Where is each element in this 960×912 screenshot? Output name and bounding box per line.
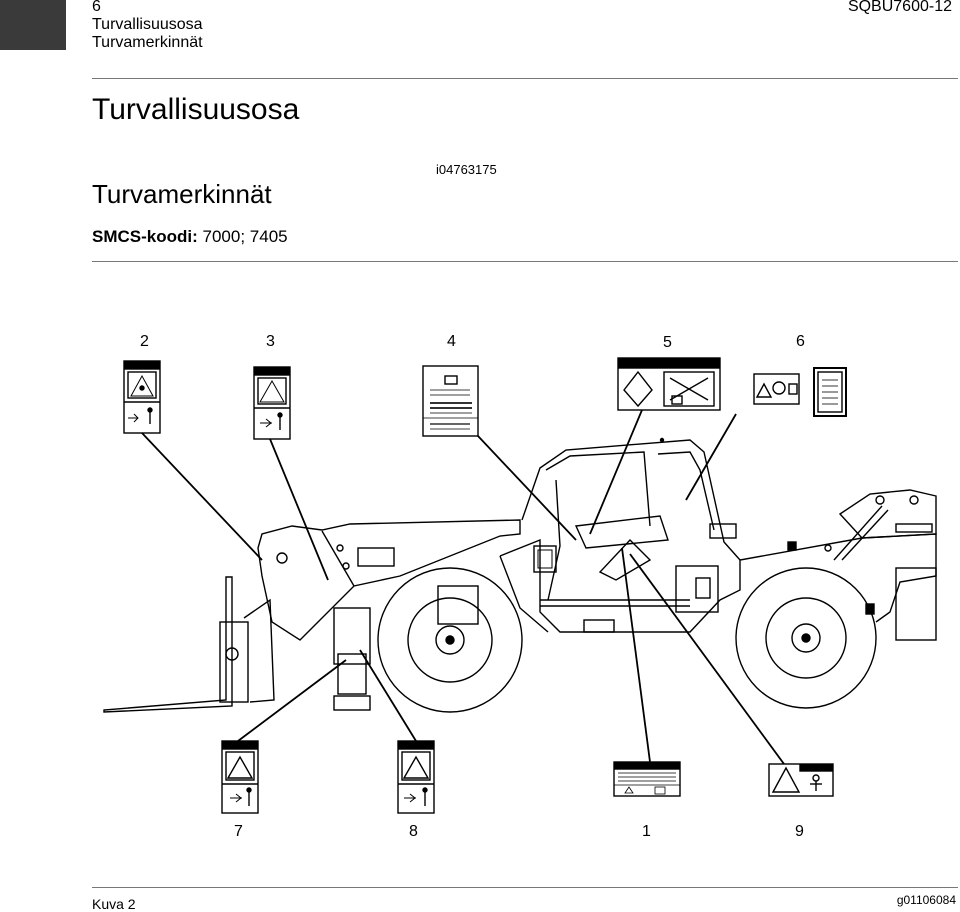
- smcs-value: 7000; 7405: [202, 227, 288, 246]
- graphic-id: g01106084: [896, 893, 956, 907]
- header-divider: [92, 78, 958, 79]
- smcs-code: SMCS-koodi: 7000; 7405: [92, 227, 288, 247]
- decal-9: [768, 763, 834, 797]
- page-number: 6: [92, 0, 101, 15]
- decal-1: [613, 761, 681, 797]
- header-subsection: Turvamerkinnät: [92, 34, 203, 51]
- callout-7: 7: [234, 823, 243, 840]
- decal-2: [123, 360, 161, 434]
- callout-6: 6: [796, 333, 805, 350]
- decal-6: [753, 367, 847, 417]
- decal-3: [253, 366, 291, 440]
- page-title: Turvallisuusosa: [92, 93, 300, 126]
- document-code: SQBU7600-12: [847, 0, 952, 15]
- callout-5: 5: [663, 334, 672, 351]
- section-title: Turvamerkinnät: [92, 179, 272, 209]
- smcs-label: SMCS-koodi:: [92, 227, 198, 246]
- callout-4: 4: [447, 333, 456, 350]
- section-divider: [92, 261, 958, 262]
- callout-2: 2: [140, 333, 149, 350]
- decal-5: [617, 357, 721, 411]
- figure-caption: Kuva 2: [92, 896, 136, 912]
- callout-1: 1: [642, 823, 651, 840]
- header-section: Turvallisuusosa: [92, 16, 203, 33]
- chapter-tab: [0, 0, 66, 50]
- footer-divider: [92, 887, 958, 888]
- callout-9: 9: [795, 823, 804, 840]
- machine-body: [103, 437, 937, 713]
- callout-3: 3: [266, 333, 275, 350]
- decal-8: [397, 740, 435, 814]
- decal-7: [221, 740, 259, 814]
- callout-8: 8: [409, 823, 418, 840]
- leader-lines: [141, 409, 785, 765]
- reference-id: i04763175: [436, 162, 497, 177]
- decal-4: [422, 365, 479, 437]
